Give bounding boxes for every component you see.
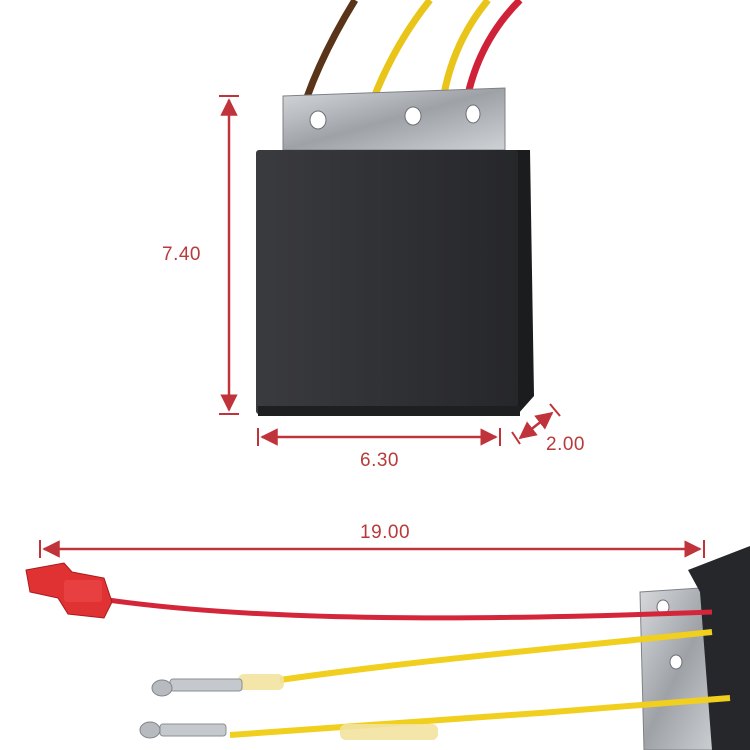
bracket-hole (669, 654, 683, 670)
housing-front (256, 150, 518, 414)
bullet-terminal-icon (151, 674, 284, 697)
depth-dimension-line (518, 411, 554, 440)
wire-yellow-long-2 (229, 695, 731, 738)
red-connector-icon (25, 562, 113, 619)
depth-tick-b (549, 403, 561, 417)
bracket-hole (465, 104, 481, 124)
bullet-terminal-icon (139, 721, 438, 740)
bracket-hole (309, 110, 327, 130)
depth-tick-a (511, 431, 521, 445)
wire-yellow-long-1 (279, 629, 713, 683)
wire-red-long (107, 597, 713, 621)
housing-side-view (688, 546, 750, 750)
width-dimension-label: 6.30 (360, 450, 399, 471)
housing-bottom-edge (258, 406, 520, 416)
bracket-hole (404, 106, 422, 126)
rectifier-module-side-icon (639, 546, 750, 750)
depth-dimension-label: 2.00 (546, 434, 585, 455)
rectifier-module-icon (256, 0, 534, 416)
cable-length-label: 19.00 (360, 522, 411, 543)
bracket-side (639, 587, 721, 750)
height-dimension-label: 7.40 (162, 244, 201, 265)
